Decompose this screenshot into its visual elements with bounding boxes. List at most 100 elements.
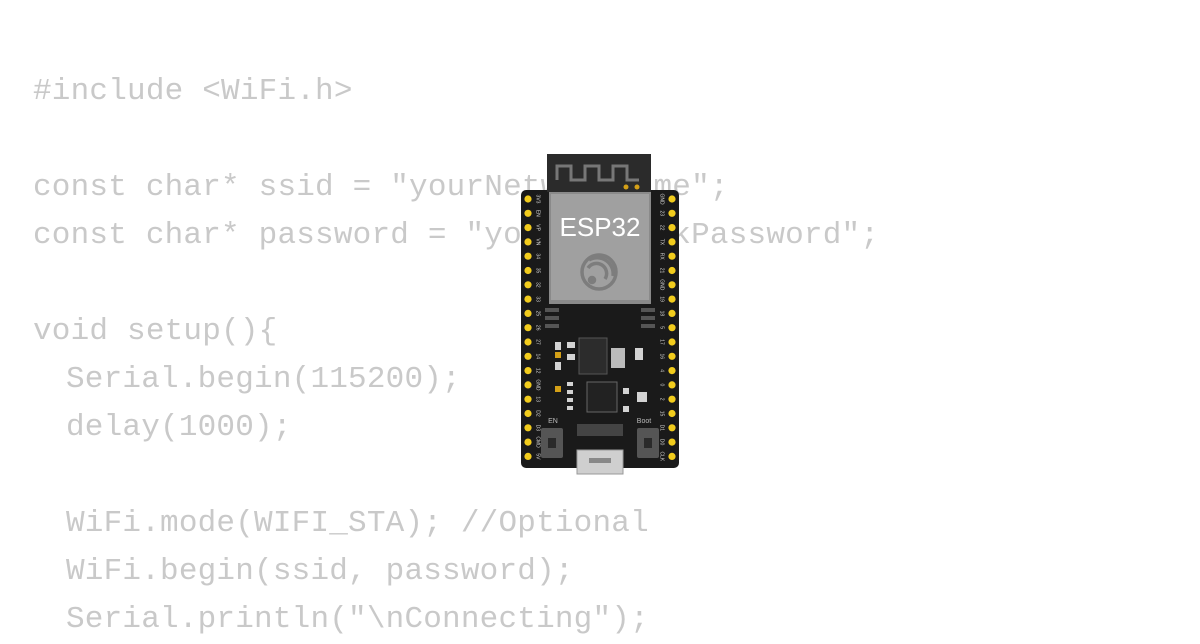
left-pin-header: 3V3ENVPVN343532332526271412GND13D2D3CMD5… xyxy=(524,195,541,460)
right-pin[interactable] xyxy=(668,352,676,360)
left-pin[interactable] xyxy=(524,266,532,275)
left-pin[interactable] xyxy=(524,409,532,418)
right-pin[interactable] xyxy=(668,195,676,203)
right-pin-label: 4 xyxy=(659,369,665,372)
left-pin-label: 32 xyxy=(535,282,541,288)
right-pin-label: 2 xyxy=(659,398,665,401)
code-line: const char* ssid = "yourNetworkName"; xyxy=(33,170,729,205)
antenna-pad xyxy=(634,184,640,190)
left-pin-label: 5V xyxy=(535,453,541,460)
left-pin-label: EN xyxy=(535,210,541,217)
left-pin[interactable] xyxy=(524,424,532,432)
left-pin[interactable] xyxy=(524,252,532,260)
left-pin[interactable] xyxy=(524,309,532,317)
right-pin-label: 18 xyxy=(659,311,665,317)
esp32-board: ESP32 EN xyxy=(519,152,681,478)
right-pin-label: 15 xyxy=(659,411,665,417)
left-pin-label: 35 xyxy=(535,268,541,274)
right-pin-label: GND xyxy=(659,279,665,291)
right-pin-label: RX xyxy=(659,253,665,261)
right-pin[interactable] xyxy=(668,367,676,375)
boot-button-cap[interactable] xyxy=(644,438,652,448)
left-pin[interactable] xyxy=(524,295,532,303)
right-pin[interactable] xyxy=(668,338,676,346)
right-pin[interactable] xyxy=(668,266,676,275)
esp32-board-graphic: ESP32 EN xyxy=(521,154,679,475)
right-pin-label: D1 xyxy=(659,425,665,432)
code-line: delay(1000); xyxy=(66,410,292,445)
left-pin[interactable] xyxy=(524,381,532,389)
left-pin[interactable] xyxy=(524,195,532,203)
right-pin-label: TX xyxy=(659,239,665,246)
right-pin[interactable] xyxy=(668,424,676,432)
code-line xyxy=(33,452,879,500)
right-pin[interactable] xyxy=(668,409,676,418)
right-pin-label: 5 xyxy=(659,326,665,329)
right-pin[interactable] xyxy=(668,395,676,403)
left-pin-label: 12 xyxy=(535,368,541,374)
left-pin-label: 27 xyxy=(535,339,541,345)
right-pin-label: 16 xyxy=(659,354,665,360)
left-pin[interactable] xyxy=(524,281,532,289)
left-pin[interactable] xyxy=(524,452,532,460)
right-pin[interactable] xyxy=(668,452,676,460)
right-pin[interactable] xyxy=(668,309,676,317)
left-pin-label: VP xyxy=(535,224,541,231)
right-pin-label: 22 xyxy=(659,225,665,231)
right-pin-label: 19 xyxy=(659,296,665,302)
code-line: Serial.begin(115200); xyxy=(66,362,461,397)
right-pin[interactable] xyxy=(668,281,676,289)
module-shield xyxy=(551,194,649,300)
code-line: #include <WiFi.h> xyxy=(33,74,353,109)
right-pin-label: 21 xyxy=(659,268,665,274)
left-pin[interactable] xyxy=(524,224,532,232)
right-pin-label: CLK xyxy=(659,452,665,462)
right-pin[interactable] xyxy=(668,224,676,232)
left-pin-label: GND xyxy=(535,379,541,391)
left-pin-label: 3V3 xyxy=(535,195,541,204)
left-pin[interactable] xyxy=(524,367,532,375)
en-label: EN xyxy=(548,418,558,425)
espressif-logo-icon xyxy=(580,253,618,291)
regulator-tab xyxy=(611,348,625,368)
right-pin-label: 23 xyxy=(659,211,665,217)
usb-port-slot xyxy=(589,458,611,463)
code-line: WiFi.begin(ssid, password); xyxy=(66,554,574,589)
left-pin-label: CMD xyxy=(535,436,541,448)
code-line: Serial.println("\nConnecting"); xyxy=(66,602,649,637)
boot-label: Boot xyxy=(637,418,651,425)
code-line: void setup(){ xyxy=(33,314,278,349)
left-pin-label: 33 xyxy=(535,296,541,302)
left-pin[interactable] xyxy=(524,338,532,346)
right-pin[interactable] xyxy=(668,252,676,260)
left-pin-label: VN xyxy=(535,238,541,245)
left-pin[interactable] xyxy=(524,209,532,217)
right-pin-label: GND xyxy=(659,193,665,205)
left-pin[interactable] xyxy=(524,352,532,360)
left-pin-label: 13 xyxy=(535,396,541,402)
led-components xyxy=(555,352,561,392)
antenna-trace xyxy=(555,164,639,182)
right-pin[interactable] xyxy=(668,324,676,332)
code-line xyxy=(33,260,879,308)
left-pin-label: 25 xyxy=(535,311,541,317)
en-button-cap[interactable] xyxy=(548,438,556,448)
module-pads xyxy=(545,308,655,328)
right-pin[interactable] xyxy=(668,381,676,389)
left-pin[interactable] xyxy=(524,238,532,246)
left-pin[interactable] xyxy=(524,395,532,403)
code-line xyxy=(33,116,879,164)
left-pin[interactable] xyxy=(524,324,532,332)
right-pin-label: D0 xyxy=(659,439,665,446)
usb-uart-chip xyxy=(586,381,618,413)
right-pin[interactable] xyxy=(668,438,676,446)
right-pin[interactable] xyxy=(668,295,676,303)
code-line: WiFi.mode(WIFI_STA); //Optional xyxy=(66,506,649,541)
code-line: const char* password = "yourNetworkPassw… xyxy=(33,218,880,253)
right-pin[interactable] xyxy=(668,209,676,217)
code-block: #include <WiFi.h> const char* ssid = "you… xyxy=(33,68,879,644)
left-pin[interactable] xyxy=(524,438,532,446)
left-pin-label: 26 xyxy=(535,325,541,331)
right-pin[interactable] xyxy=(668,238,676,246)
